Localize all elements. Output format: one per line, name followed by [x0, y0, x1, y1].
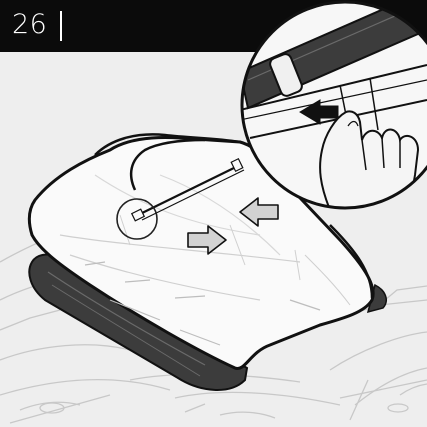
- step-number: 26: [12, 9, 47, 41]
- step-header-bar: 26: [0, 0, 427, 52]
- step-divider: [60, 11, 62, 41]
